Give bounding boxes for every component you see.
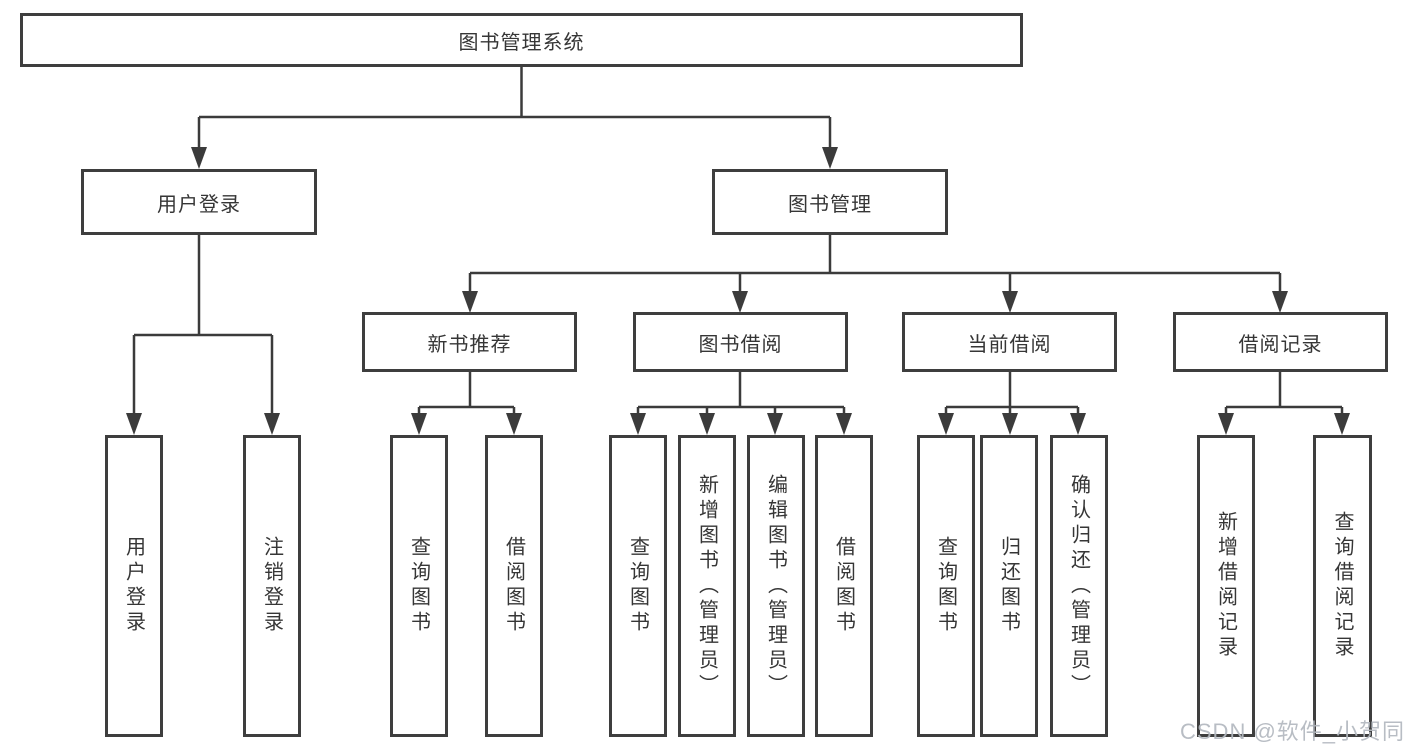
leaf-user-login: 用户登录 <box>105 435 163 737</box>
leaf-confirm-return-admin: 确认归还（管理员） <box>1050 435 1108 737</box>
leaf-query-books-2: 查询图书 <box>609 435 667 737</box>
node-borrow-records: 借阅记录 <box>1173 312 1388 372</box>
leaf-query-books-3-label: 查询图书 <box>934 536 957 636</box>
leaf-borrow-books-2: 借阅图书 <box>815 435 873 737</box>
node-current-borrow-label: 当前借阅 <box>967 333 1052 356</box>
leaf-add-borrow-record-label: 新增借阅记录 <box>1214 511 1237 661</box>
leaf-query-borrow-record: 查询借阅记录 <box>1313 435 1372 737</box>
watermark: CSDN @软件_小贺同学 <box>1180 719 1405 744</box>
leaf-user-login-label: 用户登录 <box>122 536 145 636</box>
node-book-management: 图书管理 <box>712 169 948 235</box>
leaf-borrow-books-2-label: 借阅图书 <box>832 536 855 636</box>
leaf-borrow-books-1: 借阅图书 <box>485 435 543 737</box>
leaf-query-borrow-record-label: 查询借阅记录 <box>1331 511 1353 661</box>
node-user-login: 用户登录 <box>81 169 317 235</box>
node-book-borrow-label: 图书借阅 <box>698 333 783 356</box>
leaf-logout: 注销登录 <box>243 435 301 737</box>
leaf-edit-book-admin: 编辑图书（管理员） <box>747 435 805 737</box>
node-root-label: 图书管理系统 <box>458 31 585 54</box>
leaf-borrow-books-1-label: 借阅图书 <box>502 536 525 636</box>
node-new-book-recommend-label: 新书推荐 <box>427 333 512 356</box>
leaf-return-book: 归还图书 <box>980 435 1038 737</box>
leaf-logout-label: 注销登录 <box>260 536 283 636</box>
leaf-add-borrow-record: 新增借阅记录 <box>1197 435 1255 737</box>
node-user-login-label: 用户登录 <box>157 193 241 216</box>
leaf-query-books-2-label: 查询图书 <box>626 536 649 636</box>
leaf-confirm-return-admin-label: 确认归还（管理员） <box>1067 473 1090 699</box>
node-new-book-recommend: 新书推荐 <box>362 312 577 372</box>
leaf-add-book-admin: 新增图书（管理员） <box>678 435 736 737</box>
leaf-return-book-label: 归还图书 <box>997 536 1020 636</box>
leaf-edit-book-admin-label: 编辑图书（管理员） <box>764 473 787 699</box>
leaf-query-books-1-label: 查询图书 <box>407 536 430 636</box>
node-root: 图书管理系统 <box>20 13 1023 67</box>
node-book-management-label: 图书管理 <box>788 193 872 216</box>
node-current-borrow: 当前借阅 <box>902 312 1117 372</box>
leaf-add-book-admin-label: 新增图书（管理员） <box>695 473 718 699</box>
node-borrow-records-label: 借阅记录 <box>1238 333 1323 356</box>
leaf-query-books-3: 查询图书 <box>917 435 975 737</box>
node-book-borrow: 图书借阅 <box>633 312 848 372</box>
leaf-query-books-1: 查询图书 <box>390 435 448 737</box>
